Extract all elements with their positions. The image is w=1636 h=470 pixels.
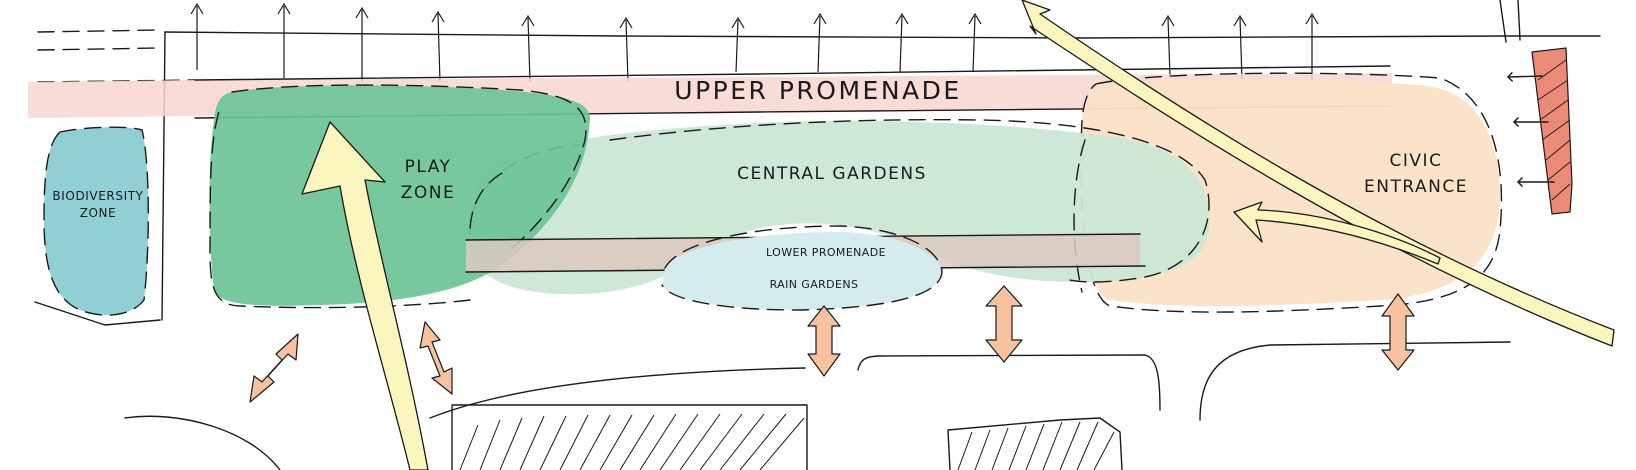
central-gardens-label: CENTRAL GARDENS [737,164,927,184]
biodiversity-zone-outline [43,126,149,316]
building-arrows [1506,71,1555,187]
tree-marker [895,12,909,73]
left-block-bottom [34,301,161,326]
left-block-edge [161,31,166,321]
pathway-arrow-play-zone [301,121,429,470]
civic-entrance-label-line2: ENTRANCE [1364,177,1468,197]
upper-promenade-label: UPPER PROMENADE [674,76,961,105]
hatched-building-right [947,417,1123,470]
tree-marker [1161,14,1175,77]
rain-gardens-label: RAIN GARDENS [770,278,859,291]
hatch-lines-right [957,421,1115,470]
arrow-left-icon [1506,71,1543,82]
access-arrows [249,285,1415,403]
bottom-street-right [1199,341,1511,421]
civic-entrance-label-line1: CIVIC [1390,151,1443,171]
biodiversity-zone-label-line2: ZONE [80,206,117,220]
play-zone-outline [209,84,587,309]
access-arrow [985,285,1023,363]
right-building-edge [1499,0,1521,43]
pathway-arrow-civic-entrance [1233,201,1441,265]
tree-marker [521,14,535,83]
play-zone-lower-outline [469,169,509,229]
tree-marker [277,2,291,78]
hatch-lines-left [459,413,805,470]
upper-street-edge [164,31,1601,39]
building-hatch [1537,59,1571,201]
left-street-dash-2 [37,47,161,51]
central-gardens-inner-outline [1073,139,1086,293]
rain-gardens-fill [662,232,942,310]
site-linework [34,0,1601,470]
access-arrow [1381,293,1415,371]
tree-marker [619,16,633,83]
tree-marker [813,12,827,73]
tree-marker [431,10,445,83]
left-street-dash-1 [37,29,161,33]
access-arrow [419,321,453,395]
upper-promenade-edge-top [194,65,1391,81]
hatched-building-left [451,404,808,470]
tree-marker [1305,12,1319,80]
building-block [1531,47,1573,215]
zone-labels: UPPER PROMENADE PLAY ZONE CENTRAL GARDEN… [52,76,1468,291]
rain-gardens-outline [661,225,943,311]
tree-marker [731,16,745,73]
tree-marker [355,6,369,82]
biodiversity-zone-fill [44,127,149,316]
biodiversity-zone-label-line1: BIODIVERSITY [52,189,143,203]
tree-markers [190,2,1319,83]
access-arrow [249,333,299,403]
play-zone-label-line2: ZONE [401,183,456,203]
tree-marker [1233,14,1247,81]
lower-promenade-label: LOWER PROMENADE [766,246,886,259]
bottom-left-curve [124,415,281,470]
bottom-street-left-1 [429,367,806,419]
play-zone-label-line1: PLAY [405,157,452,177]
tree-marker [968,12,982,73]
bottom-street-left-2 [857,354,1161,411]
access-arrow [807,305,841,377]
tree-marker [190,2,204,70]
pathway-arrow-diagonal [1021,0,1615,347]
